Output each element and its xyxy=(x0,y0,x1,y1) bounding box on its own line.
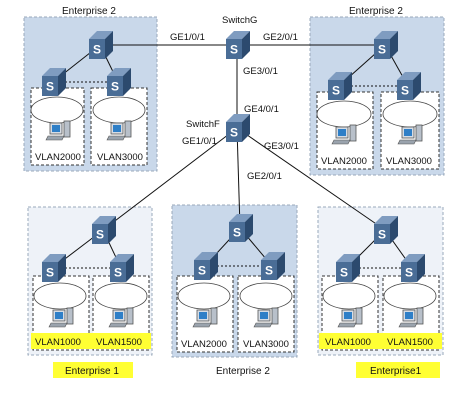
vlan-label: VLAN1000 xyxy=(325,337,371,348)
vlan-label: VLAN2000 xyxy=(321,156,367,167)
group-title: Enterprise1 xyxy=(370,366,422,377)
cloud-icon xyxy=(94,282,148,310)
switch-g-port-left: GE1/0/1 xyxy=(170,32,205,43)
switch-f-port-right: GE3/0/1 xyxy=(264,141,299,152)
vlan-label: VLAN3000 xyxy=(243,339,289,350)
pc-icon xyxy=(337,307,363,328)
enterprise-highlight xyxy=(356,362,440,378)
cloud-icon xyxy=(383,282,437,310)
switch-f-port-down: GE2/0/1 xyxy=(247,171,282,182)
pc-icon xyxy=(192,307,218,328)
vlan-label: VLAN2000 xyxy=(35,152,81,163)
vlan-label: VLAN3000 xyxy=(386,156,432,167)
switch-icon xyxy=(226,114,250,142)
switch-g-port-right: GE2/0/1 xyxy=(263,32,298,43)
vlan-label: VLAN2000 xyxy=(181,339,227,350)
cloud-icon xyxy=(382,100,438,128)
cloud-icon xyxy=(92,96,146,124)
highlights xyxy=(31,333,442,378)
pc-icon xyxy=(397,124,423,145)
link xyxy=(102,127,238,231)
pc-icon xyxy=(253,307,279,328)
cloud-icon xyxy=(239,282,293,310)
vlan-highlight xyxy=(319,333,442,349)
group-title: Enterprise 1 xyxy=(65,366,119,377)
pc-icon xyxy=(398,307,424,328)
switch-icon xyxy=(226,31,250,59)
group-title: Enterprise 2 xyxy=(62,6,116,17)
cloud-icon xyxy=(33,282,87,310)
pc-icon xyxy=(331,124,357,145)
cloud-icon xyxy=(30,96,84,124)
vlan-label: VLAN1500 xyxy=(96,337,142,348)
group-title: Enterprise 2 xyxy=(349,6,403,17)
link xyxy=(236,127,241,229)
cloud-icon xyxy=(322,282,376,310)
clouds xyxy=(30,96,438,310)
switch-f-port-left: GE1/0/1 xyxy=(182,136,217,147)
switch-f-port-up: GE4/0/1 xyxy=(244,104,279,115)
vlan-label: VLAN1500 xyxy=(387,337,433,348)
group-title: Enterprise 2 xyxy=(216,366,270,377)
switch-g-port-down: GE3/0/1 xyxy=(243,66,278,77)
vlan-label: VLAN3000 xyxy=(97,152,143,163)
link xyxy=(236,127,386,231)
switch-f-name: SwitchF xyxy=(186,119,220,130)
cloud-icon xyxy=(177,282,231,310)
vlan-highlight xyxy=(31,333,151,349)
vlan-label: VLAN1000 xyxy=(35,337,81,348)
cloud-icon xyxy=(316,100,372,128)
switch-g-name: SwitchG xyxy=(222,15,257,26)
enterprise-highlight xyxy=(53,362,133,378)
